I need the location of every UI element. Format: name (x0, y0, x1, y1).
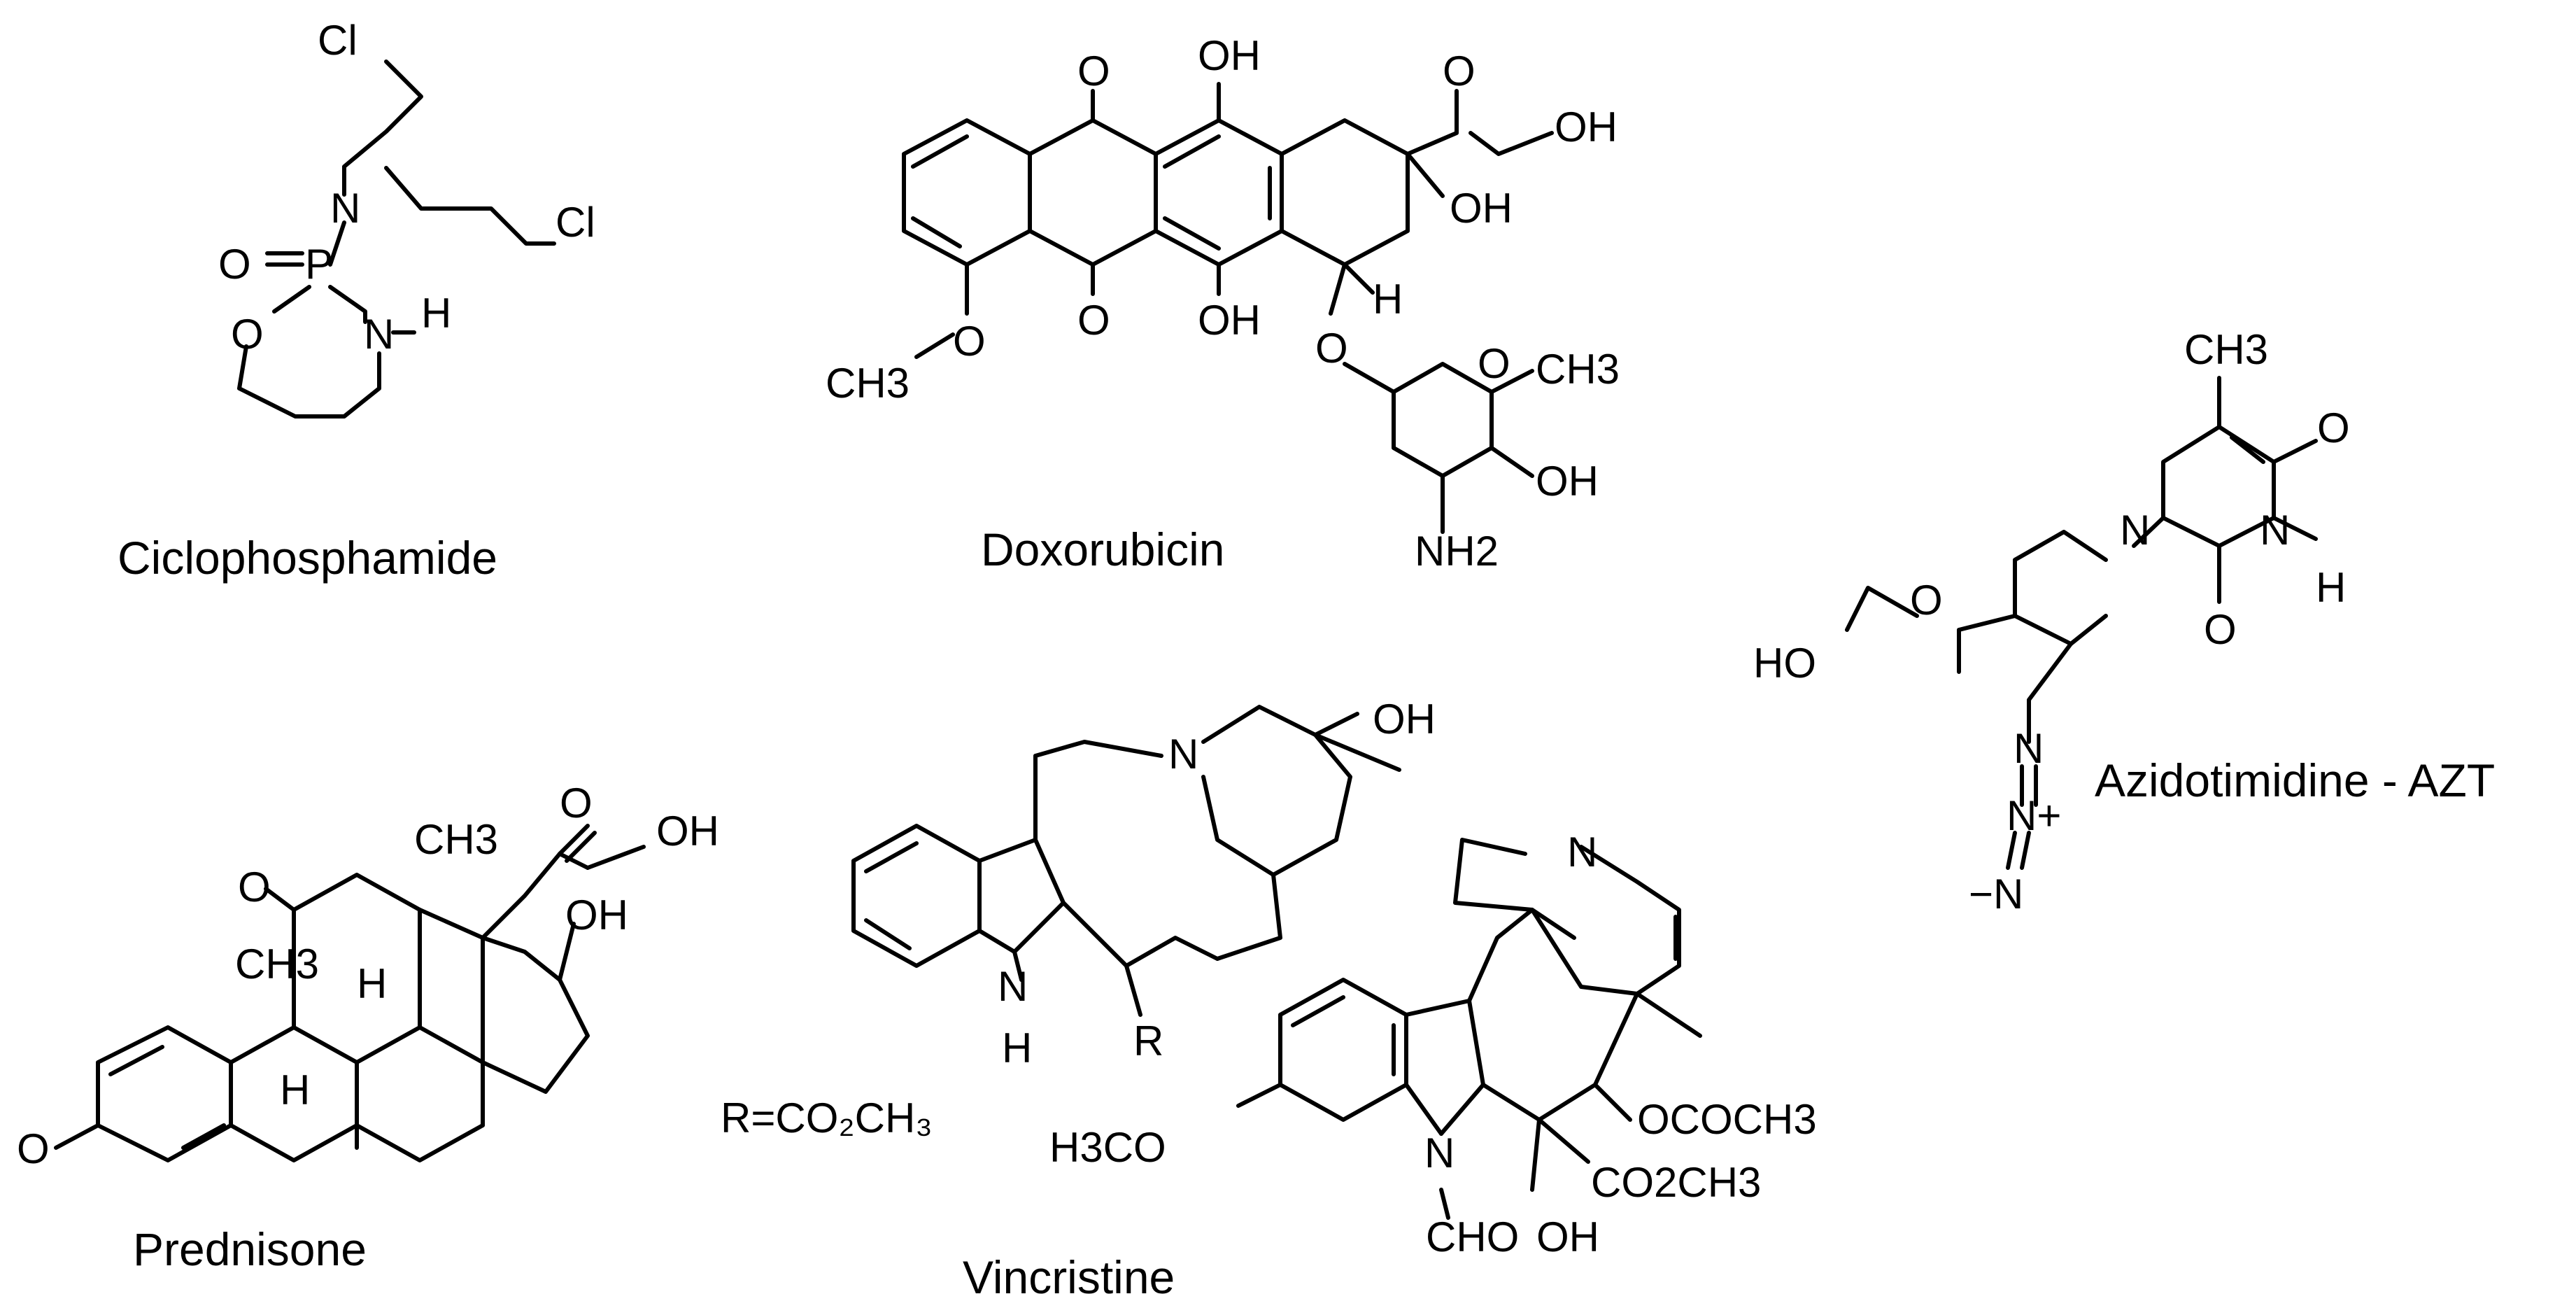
caption-doxorubicin: Doxorubicin (981, 523, 1225, 575)
doxo-ch3-methoxy: CH3 (826, 360, 910, 407)
doxo-nh2: NH2 (1415, 528, 1499, 575)
vinc-n-right: N (1567, 829, 1597, 875)
doxo-o-ketone: O (1443, 48, 1475, 94)
pred-o-3: O (17, 1125, 50, 1172)
doxo-o-top: O (1077, 48, 1110, 94)
vinc-nh-h: H (1002, 1025, 1032, 1071)
vinc-cho: CHO (1426, 1214, 1519, 1260)
azt-ch3: CH3 (2184, 326, 2268, 373)
vinc-co2ch3: CO2CH3 (1591, 1159, 1761, 1206)
doxo-o-glycosidic: O (1315, 325, 1348, 372)
vinc-h3co: H3CO (1049, 1124, 1166, 1171)
doxo-oh-end: OH (1555, 104, 1618, 150)
caption-vincristine: Vincristine (963, 1251, 1175, 1303)
cyclo-n: N (330, 185, 360, 232)
azt-o-ring: O (1910, 577, 1943, 624)
vinc-oh: OH (1373, 696, 1436, 743)
vinc-oh-bottom: OH (1536, 1214, 1599, 1260)
cyclo-cl-1: Cl (318, 17, 358, 64)
azt-n3: N (2260, 507, 2290, 554)
doxo-oh-bottom: OH (1198, 297, 1261, 344)
vinc-ococh3: OCOCH3 (1637, 1096, 1817, 1143)
pred-ch3-13: CH3 (414, 816, 498, 863)
doxorubicin-structure: O OH O OH OH O OH H O CH3 O O CH3 OH NH2… (826, 32, 1620, 575)
azt-o-c4: O (2317, 405, 2350, 451)
pred-h-9: H (280, 1067, 310, 1113)
pred-oh-17: OH (565, 892, 628, 938)
doxo-o-methoxy: O (953, 318, 986, 365)
azt-structure: CH3 O N H O N O HO N N+ −N Azidotimidine… (1753, 326, 2495, 917)
vinc-nh-n: N (998, 963, 1028, 1010)
azt-h3: H (2316, 564, 2346, 611)
pred-h-8: H (357, 960, 387, 1007)
azt-n-lower: −N (1969, 871, 2023, 917)
doxo-h: H (1373, 276, 1403, 323)
vinc-n-top: N (1168, 731, 1198, 778)
caption-azt: Azidotimidine - AZT (2095, 754, 2495, 806)
r-group-legend: R=CO₂CH₃ (721, 1095, 933, 1141)
doxo-oh-sugar: OH (1536, 458, 1599, 505)
cyclo-nh-h: H (421, 290, 451, 337)
cyclo-p: P (305, 241, 333, 288)
pred-o-20: O (560, 780, 593, 827)
ciclophosphamide-structure: Cl Cl N P O O N H Ciclophosphamide (118, 17, 595, 584)
vincristine-structure: OH N N H R N OCOCH3 H3CO N CHO OH CO2CH3… (851, 696, 1817, 1303)
azt-n1: N (2120, 507, 2150, 554)
pred-ch3-10: CH3 (235, 941, 319, 987)
cyclo-cl-2: Cl (555, 199, 595, 246)
prednisone-structure: O CH3 O OH OH CH3 H H O Prednisone (17, 780, 719, 1275)
pred-o-c11: O (238, 864, 271, 910)
doxo-o-bottom: O (1077, 297, 1110, 344)
doxo-o-sugar: O (1478, 340, 1510, 387)
caption-prednisone: Prednisone (133, 1223, 367, 1275)
cyclo-nh-n: N (364, 311, 394, 358)
vinc-r: R (1133, 1018, 1163, 1064)
pred-oh-21: OH (656, 808, 719, 855)
caption-ciclophosphamide: Ciclophosphamide (118, 532, 497, 584)
doxo-ch3-sugar: CH3 (1536, 346, 1620, 393)
vinc-n-indoline: N (1424, 1130, 1455, 1176)
cyclo-o-double: O (218, 241, 251, 288)
azt-ho: HO (1753, 640, 1816, 687)
cyclo-o-ring: O (231, 311, 264, 358)
azt-n-upper: N (2014, 725, 2044, 772)
azt-o-c2: O (2204, 606, 2237, 653)
azt-n-middle: N+ (2007, 792, 2061, 839)
doxo-oh-top: OH (1198, 32, 1261, 79)
doxo-oh-ring: OH (1450, 185, 1513, 232)
